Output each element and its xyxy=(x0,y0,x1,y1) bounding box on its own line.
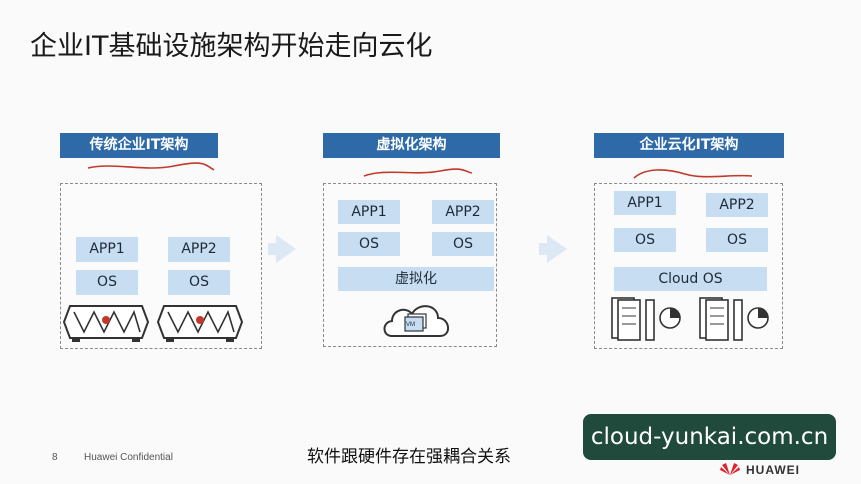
os2-box: OS xyxy=(168,270,230,295)
app2-box: APP2 xyxy=(432,200,494,224)
huawei-brand: HUAWEI xyxy=(746,463,800,477)
confidential-label: Huawei Confidential xyxy=(84,452,173,463)
handwritten-underline-3 xyxy=(633,169,753,179)
os1-box: OS xyxy=(76,270,138,295)
cloud-os-layer: Cloud OS xyxy=(614,267,767,291)
os1-box: OS xyxy=(338,232,400,256)
handwritten-underline-2 xyxy=(363,168,473,177)
os2-box: OS xyxy=(706,228,768,252)
arrow-right-icon xyxy=(547,235,567,263)
app2-box: APP2 xyxy=(706,193,768,217)
column-header-traditional: 传统企业IT架构 xyxy=(60,133,218,158)
column-header-cloud: 企业云化IT架构 xyxy=(594,133,784,158)
app1-box: APP1 xyxy=(338,200,400,224)
arrow-tail xyxy=(539,243,547,255)
server-hardware-icon xyxy=(156,305,244,342)
server-rack-icon xyxy=(699,297,769,341)
slide-title: 企业IT基础设施架构开始走向云化 xyxy=(30,31,433,62)
app1-box: APP1 xyxy=(76,237,138,262)
app1-box: APP1 xyxy=(614,191,676,215)
huawei-logo-icon xyxy=(720,463,740,475)
arrow-tail xyxy=(268,243,276,255)
page-number: 8 xyxy=(52,452,58,463)
vm-label: VM xyxy=(406,322,415,328)
os2-box: OS xyxy=(432,232,494,256)
handwritten-underline-1 xyxy=(87,162,215,171)
arrow-right-icon xyxy=(276,235,296,263)
server-rack-icon xyxy=(611,297,681,341)
os1-box: OS xyxy=(614,228,676,252)
app2-box: APP2 xyxy=(168,237,230,262)
server-hardware-icon xyxy=(62,305,150,342)
caption-subtitle: 软件跟硬件存在强耦合关系 xyxy=(307,447,511,467)
column-header-virtualization: 虚拟化架构 xyxy=(323,133,500,158)
vm-cloud-icon xyxy=(383,305,449,337)
watermark: cloud-yunkai.com.cn xyxy=(583,414,836,460)
virtualization-layer: 虚拟化 xyxy=(338,267,494,291)
